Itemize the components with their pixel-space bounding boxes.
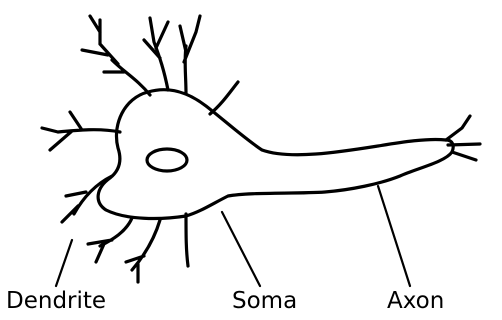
soma-label: Soma (232, 290, 297, 313)
dendrite-pointer (56, 240, 72, 286)
dendrite-lower-left (88, 218, 132, 262)
axon-label: Axon (387, 290, 444, 313)
dendrite-upper-right (180, 16, 200, 94)
nucleus (147, 149, 187, 171)
dendrite-upper-center (144, 18, 168, 90)
soma-pointer (222, 212, 260, 286)
dendrite-upper-left (82, 16, 150, 95)
dendrite-lower-right (186, 214, 188, 266)
dendrite-lower-center (126, 220, 160, 282)
dendrite-top-right (210, 82, 238, 114)
dendrite-label: Dendrite (6, 290, 106, 313)
dendrite-left-upper (42, 112, 120, 150)
axon-pointer (378, 186, 410, 286)
